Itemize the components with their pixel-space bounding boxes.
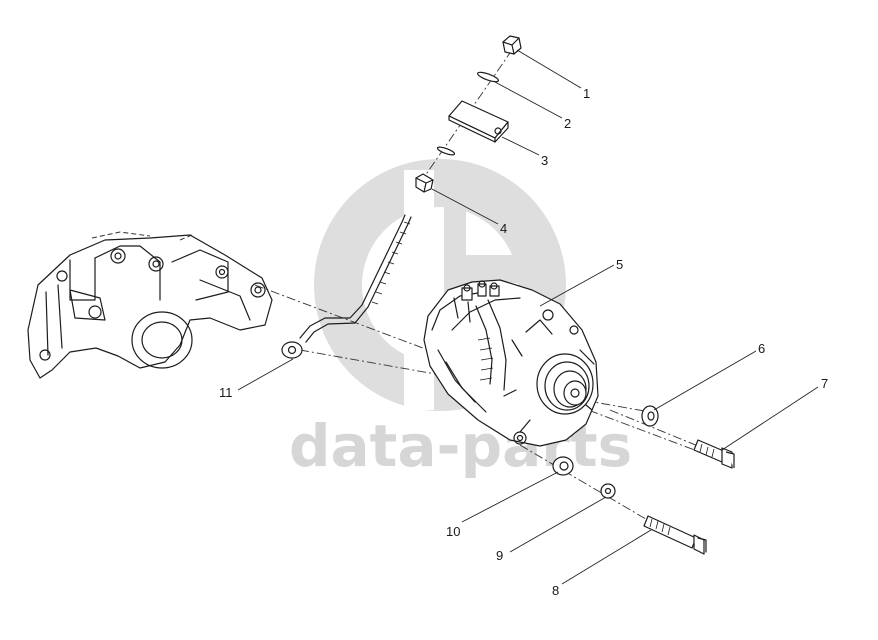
spacer-part-4: [415, 173, 434, 193]
fan-blades: [503, 319, 595, 433]
bolt-part-7: [693, 439, 735, 469]
callout-4: 4: [500, 221, 507, 236]
callout-8: 8: [552, 583, 559, 598]
leader-lines: [237, 49, 819, 585]
callout-3: 3: [541, 153, 548, 168]
washer-part-6: [641, 405, 659, 427]
bracket-block-part-3: [448, 100, 509, 143]
callout-10: 10: [446, 524, 460, 539]
threaded-rod: [281, 214, 412, 359]
washer-part-2: [477, 71, 499, 83]
terminal-cluster: [453, 280, 500, 323]
callout-7: 7: [821, 376, 828, 391]
washer-upper: [436, 146, 456, 156]
callout-2: 2: [564, 116, 571, 131]
callout-9: 9: [496, 548, 503, 563]
callout-5: 5: [616, 257, 623, 272]
alternator-part-5: [423, 279, 599, 447]
callout-11: 11: [219, 385, 233, 400]
pulley: [536, 353, 594, 415]
nut-part-1: [502, 35, 522, 55]
cooling-fins: [477, 337, 494, 381]
washer-part-9: [600, 483, 616, 499]
mounting-bracket: [27, 231, 273, 379]
callout-6: 6: [758, 341, 765, 356]
nut-part-10: [552, 456, 574, 476]
callout-1: 1: [583, 86, 590, 101]
callout-numbers: 1 2 3 4 5 6 7 8 9 10 11: [219, 86, 828, 598]
bolt-part-8: [643, 515, 707, 555]
